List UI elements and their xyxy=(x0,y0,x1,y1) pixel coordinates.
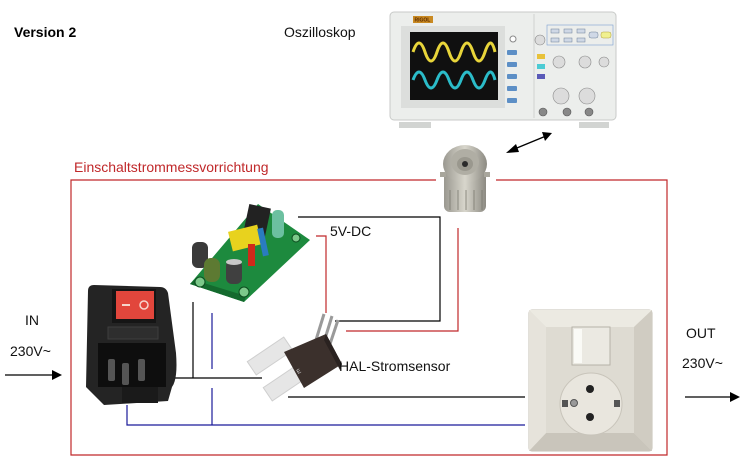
power-supply-pcb xyxy=(186,192,311,302)
power-inlet-with-switch xyxy=(82,283,178,411)
switched-outlet xyxy=(528,309,653,452)
power-supply-label: 5V-DC xyxy=(330,223,372,239)
svg-text:E: E xyxy=(296,369,302,376)
input-label: IN xyxy=(25,312,39,328)
neutral-wires-blue xyxy=(126,313,525,426)
diagram-title: Version 2 xyxy=(14,24,77,40)
input-arrow xyxy=(5,370,62,380)
oscilloscope: RIGOL xyxy=(389,10,617,128)
bidirectional-arrow xyxy=(506,132,552,153)
output-label: OUT xyxy=(686,325,716,341)
output-arrow xyxy=(685,392,740,402)
enclosure-box xyxy=(70,179,668,456)
enclosure-label: Einschaltstrommessvorrichtung xyxy=(74,159,269,175)
bnc-connector xyxy=(436,142,494,218)
output-voltage: 230V~ xyxy=(682,355,723,371)
current-sensor-label: HAL-Stromsensor xyxy=(339,358,451,374)
hall-current-sensor: E xyxy=(244,312,344,412)
signal-wires-red xyxy=(316,228,459,332)
input-voltage: 230V~ xyxy=(10,343,51,359)
oscilloscope-label: Oszilloskop xyxy=(284,24,356,40)
signal-wires-black xyxy=(175,216,525,398)
oscilloscope-brand: RIGOL xyxy=(415,18,431,24)
